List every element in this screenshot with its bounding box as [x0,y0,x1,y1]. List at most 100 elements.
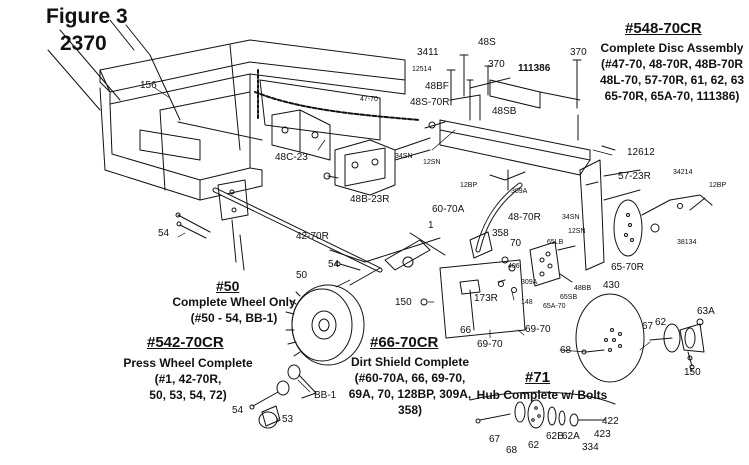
assembly-description: Complete Wheel Only (#50 - 54, BB-1) [170,294,298,326]
part-label: 370 [570,47,587,58]
assembly-contents-line: 48L-70, 57-70R, 61, 62, 63 [599,73,745,87]
model-number: 2370 [60,32,107,55]
toolbar-frame [47,19,406,201]
part-label: 62A [562,431,580,442]
press-arm-mount [175,179,249,271]
part-label: 68 [506,445,518,456]
part-label: 50 [296,270,308,281]
part-label: 54 [158,228,170,239]
part-label: 65-70R [611,262,644,273]
axle-parts [249,364,317,429]
part-label: 48BF [425,81,449,92]
part-label: 48S-70R [410,97,450,108]
part-label: 54 [328,259,340,270]
assembly-number: #50 [216,278,240,294]
part-label: 60-70A [432,204,465,215]
part-label: 67 [489,434,501,445]
part-label: 309A [511,188,528,195]
part-label: 68 [560,345,572,356]
part-label: 12514 [412,66,432,73]
misc-hardware [176,221,693,361]
part-label: 63A [697,306,715,317]
assembly-title: Complete Wheel Only [172,295,296,309]
part-label: 42-70R [296,231,329,242]
part-label: 156 [140,80,157,91]
bracket-48b-23r [323,137,431,196]
part-label: 34214 [673,169,693,176]
press-wheel-50 [285,284,365,366]
part-label: 65A-70 [543,303,566,310]
part-label: 1 [428,220,434,231]
assembly-title: Hub Complete w/ Bolts [476,388,608,402]
part-label: 423 [594,429,611,440]
part-label: 370 [488,59,505,70]
part-label: 334 [582,442,599,453]
part-label: 48-70R [508,212,541,223]
assembly-contents-line: (#1, 42-70R, [154,372,222,386]
part-label: 62B [546,431,564,442]
part-label: 48C-23 [275,152,308,163]
chain-47-70 [254,69,421,121]
shank-hardware [469,231,517,293]
part-label: 34SN [562,214,580,221]
assembly-number: #71 [525,369,551,386]
assembly-description: Press Wheel Complete (#1, 42-70R, 50, 53… [118,355,258,403]
disc-frame-48-70r [424,77,591,176]
arm-42-70r [212,187,446,286]
disc-blade-430 [575,293,645,383]
assembly-description: Complete Disc Assembly (#47-70, 48-70R, … [596,40,748,104]
part-label: 12BP [709,182,727,189]
part-label: 148 [521,299,533,306]
part-label: 69-70 [525,324,551,335]
arm-57-23r [579,159,641,271]
part-label: 66 [460,325,472,336]
assembly-title: Complete Disc Assembly [600,41,744,55]
part-label: 62 [655,317,667,328]
part-label: 150 [684,367,701,378]
part-label: 69-70 [477,339,503,350]
part-label: 48B-23R [350,194,390,205]
assembly-description: Dirt Shield Complete (#60-70A, 66, 69-70… [342,354,478,418]
assembly-number: #548-70CR [625,20,702,37]
part-label: 12BP [460,182,478,189]
assembly-contents-line: (#60-70A, 66, 69-70, [354,371,466,385]
part-label: 48SB [492,106,517,117]
part-label: 309A [521,279,538,286]
part-label: 150 [395,297,412,308]
part-label: 47-70 [360,96,378,103]
assembly-title: Press Wheel Complete [123,356,253,370]
hub-65lb [529,241,576,287]
part-label: 3411 [417,47,439,58]
assembly-description: Hub Complete w/ Bolts [474,387,610,403]
bracket-48c-23 [271,109,331,161]
part-label: 70 [510,238,522,249]
leader-lines [154,87,693,423]
shank-60-70a [475,169,526,253]
dirt-shield-66 [439,259,526,339]
assembly-contents-line: 358) [397,403,423,417]
part-label: BB-1 [314,390,337,401]
part-label: 53 [282,414,294,425]
part-label: 111386 [518,63,551,74]
assembly-contents-line: 65-70R, 65A-70, 111386) [604,89,740,103]
part-label: 48S [478,37,496,48]
assembly-title: Dirt Shield Complete [350,355,469,369]
hub-exploded-71 [469,391,616,429]
part-label: 12SN [423,159,441,166]
part-label: 173R [474,293,498,304]
part-label: 54 [232,405,244,416]
part-label: 65SB [560,294,578,301]
assembly-number: #66-70CR [370,334,439,351]
part-label: 430 [603,280,620,291]
assembly-contents-line: (#50 - 54, BB-1) [190,311,278,325]
assembly-contents-line: 50, 53, 54, 72) [149,388,227,402]
part-label: 422 [602,416,619,427]
part-label: 38134 [677,239,697,246]
part-label: 62 [528,440,540,451]
assembly-number: #542-70CR [147,334,224,351]
part-label: 34SN [395,153,413,160]
part-label: 65LB [547,239,564,246]
scraper-65-70r [613,194,713,257]
part-label: 48BB [574,285,592,292]
